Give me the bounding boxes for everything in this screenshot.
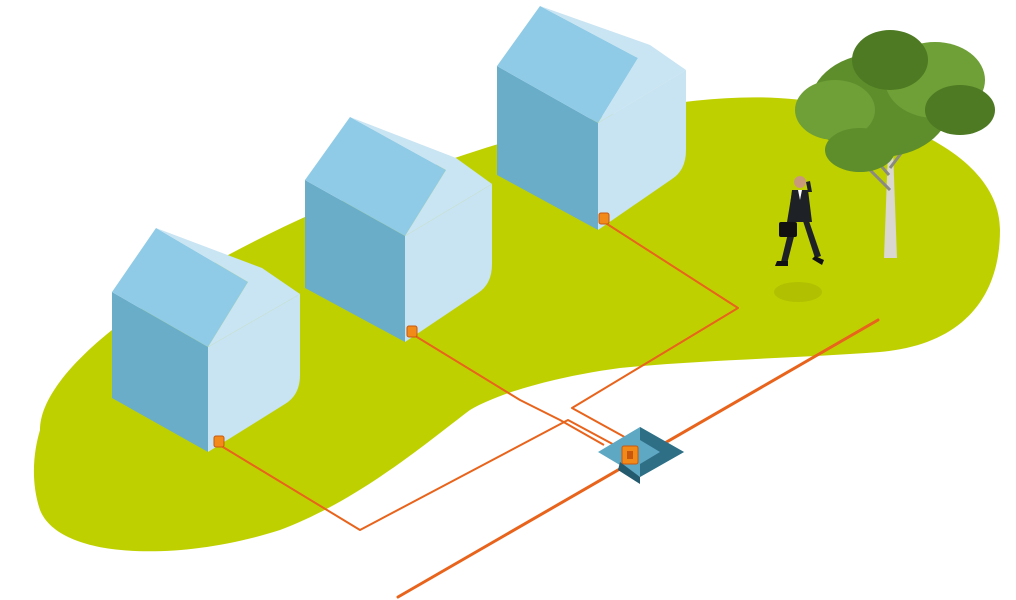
connector-icon — [599, 213, 609, 224]
connector-icon — [407, 326, 417, 337]
connector-icon — [214, 436, 224, 447]
